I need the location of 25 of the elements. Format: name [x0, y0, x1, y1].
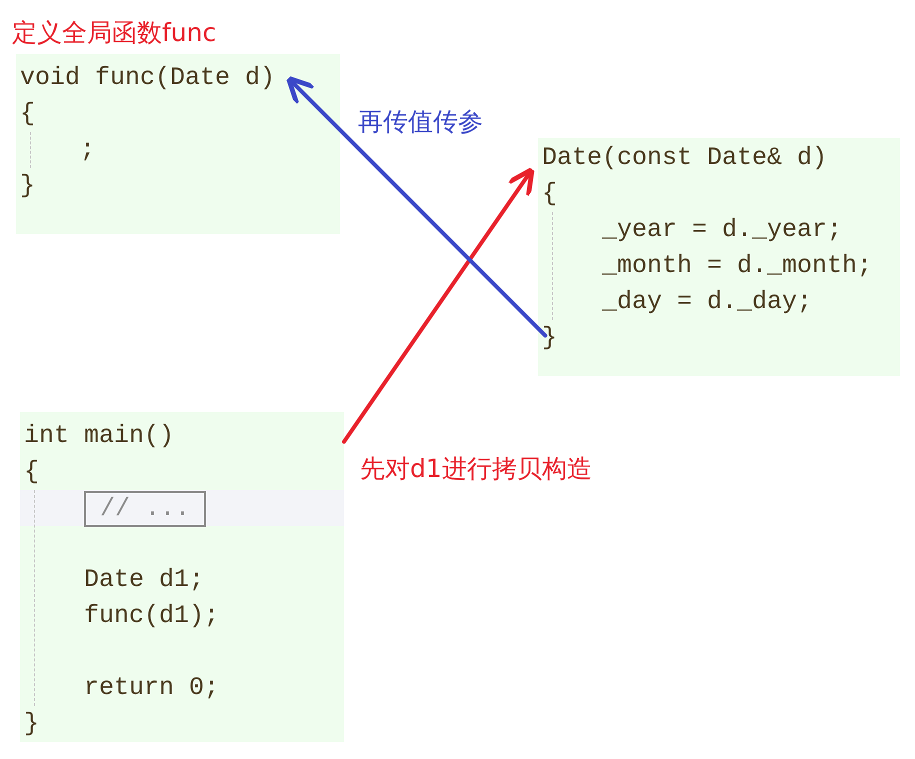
code-line: Date d1;: [84, 564, 204, 596]
code-line: return 0;: [84, 672, 220, 704]
code-line: }: [542, 322, 558, 354]
code-line: }: [24, 708, 40, 740]
panel-heading: 定义全局函数func: [12, 17, 216, 49]
code-panel: [16, 54, 340, 234]
arrow: [342, 166, 535, 444]
code-line: _month = d._month;: [602, 250, 872, 282]
code-panel: [20, 412, 344, 742]
code-line: _day = d._day;: [602, 286, 812, 318]
code-line: func(d1);: [84, 600, 220, 632]
code-line: {: [24, 456, 40, 488]
code-line: ;: [80, 134, 96, 166]
arrow: [286, 76, 548, 338]
code-line: _year = d._year;: [602, 214, 842, 246]
code-line: {: [542, 178, 558, 210]
code-panel: [538, 138, 900, 376]
collapsed-code-region: // ...: [84, 491, 206, 527]
code-line: int main(): [24, 420, 174, 452]
code-line: void func(Date d): [20, 62, 276, 94]
code-line: }: [20, 170, 36, 202]
edge-label: 再传值传参: [358, 106, 483, 138]
edge-label: 先对d1进行拷贝构造: [360, 453, 592, 485]
code-line: Date(const Date& d): [542, 142, 828, 174]
code-line: {: [20, 98, 36, 130]
